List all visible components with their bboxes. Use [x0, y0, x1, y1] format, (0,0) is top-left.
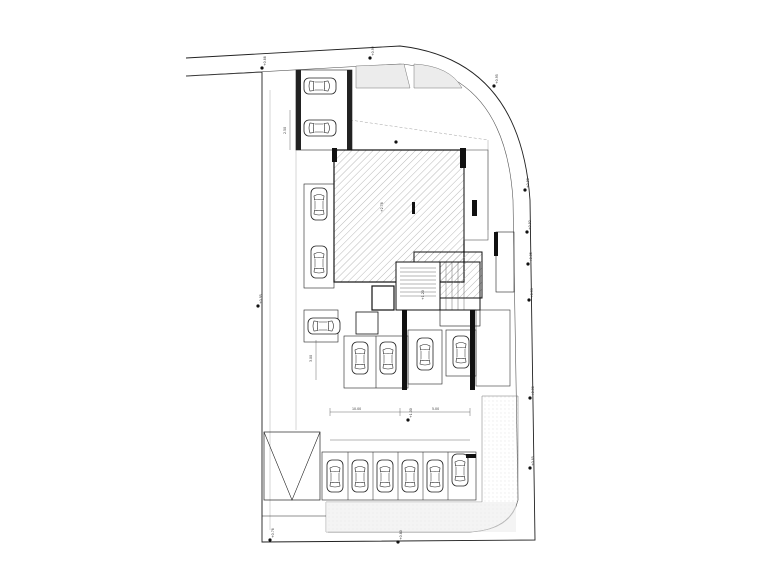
parking-space-mid-2: [379, 341, 397, 375]
parking-bay-west: [303, 183, 335, 289]
dimension-a: 10.00: [352, 407, 361, 411]
parking-space-bottom-1: [326, 459, 344, 493]
elevation-bottom-2: +0.80: [399, 530, 403, 540]
elevation-top-3: +0.95: [495, 74, 499, 84]
service-room-3: [439, 309, 481, 327]
dimension-lines: [289, 110, 471, 441]
ramp-entry: [263, 431, 321, 501]
parking-space-west-1: [310, 187, 328, 221]
elevation-bottom-3: +0.85: [531, 456, 535, 466]
parking-space-west-3: [307, 317, 341, 335]
landscape-area-bottom-fill: [326, 502, 516, 532]
parking-space-bottom-5: [426, 459, 444, 493]
parking-row-middle: [343, 329, 477, 389]
parking-row-bottom: [321, 451, 477, 501]
entrance-level-label: +1.00: [409, 408, 413, 418]
parking-space-bottom-6: [451, 453, 469, 487]
stair-treads: [400, 262, 465, 310]
elevation-right-4: +0.95: [530, 288, 534, 298]
elevation-top-2: +0.92: [371, 46, 375, 56]
parking-space-mid-3: [416, 337, 434, 371]
stair-level-label: +1.20: [421, 290, 425, 300]
utility-room: [495, 231, 515, 293]
parking-space-bottom-3: [376, 459, 394, 493]
building-level-label: +2.78: [380, 202, 384, 212]
elevation-top-1: +0.88: [263, 56, 267, 66]
parking-space-bottom-4: [401, 459, 419, 493]
entrance-canopy: [463, 149, 489, 241]
service-room-2: [355, 311, 379, 335]
parking-space-west-2: [310, 245, 328, 279]
landscape-area-top: [355, 63, 463, 89]
elevation-markers: [256, 56, 532, 544]
elevation-right-3: +0.95: [529, 252, 533, 262]
property-boundary: [185, 45, 536, 543]
dimension-d: 2.50: [283, 127, 287, 134]
dimension-b: 5.00: [432, 407, 439, 411]
parking-space-bottom-2: [351, 459, 369, 493]
stair-core: [395, 261, 441, 311]
parking-space-mid-4: [452, 335, 470, 369]
parking-space-top-1: [303, 77, 337, 95]
parking-space-top-2: [303, 119, 337, 137]
elevation-right-1: +0.90: [526, 178, 530, 188]
parking-bay-top-walls: [296, 70, 301, 150]
dimension-c: 3.00: [309, 355, 313, 362]
parking-space-mid-1: [351, 341, 369, 375]
elevation-bottom-1: +0.78: [271, 528, 275, 538]
elevation-right-5: +0.98: [531, 386, 535, 396]
elevation-right-2: +0.92: [528, 220, 532, 230]
service-room-1: [371, 285, 395, 311]
elevation-left-mid: +0.95: [259, 294, 263, 304]
ramp-structure: [475, 309, 511, 387]
